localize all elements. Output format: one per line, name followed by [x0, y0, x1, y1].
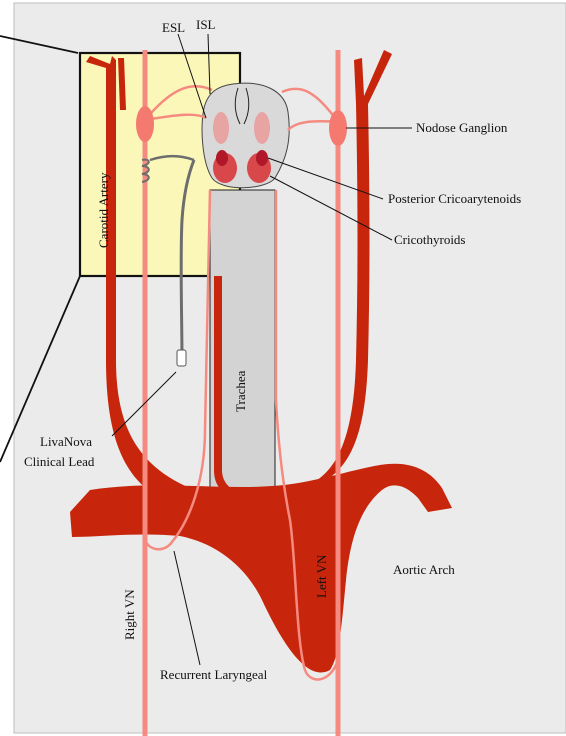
muscle-upper-right: [254, 112, 270, 144]
label-nodose-ganglion: Nodose Ganglion: [416, 120, 508, 135]
posterior-cricoarytenoid-left: [216, 150, 228, 166]
muscle-upper-left: [213, 112, 229, 144]
clinical-lead-connector: [177, 350, 186, 366]
label-right-vn: Right VN: [122, 589, 137, 640]
label-carotid-artery: Carotid Artery: [96, 172, 111, 248]
label-trachea: Trachea: [233, 370, 248, 412]
label-esl: ESL: [162, 20, 185, 35]
label-aortic-arch: Aortic Arch: [393, 562, 455, 577]
right-nodose-ganglion: [136, 106, 154, 142]
label-isl: ISL: [196, 17, 216, 32]
left-nodose-ganglion: [329, 110, 347, 146]
label-cricothyroids: Cricothyroids: [394, 232, 466, 247]
label-posterior-cricoarytenoids: Posterior Cricoarytenoids: [388, 191, 521, 206]
label-left-vn: Left VN: [314, 554, 329, 598]
label-recurrent-laryngeal: Recurrent Laryngeal: [160, 667, 268, 682]
posterior-cricoarytenoid-right: [256, 150, 268, 166]
label-clinical-lead: Clinical Lead: [24, 454, 95, 469]
label-livanova: LivaNova: [40, 434, 92, 449]
